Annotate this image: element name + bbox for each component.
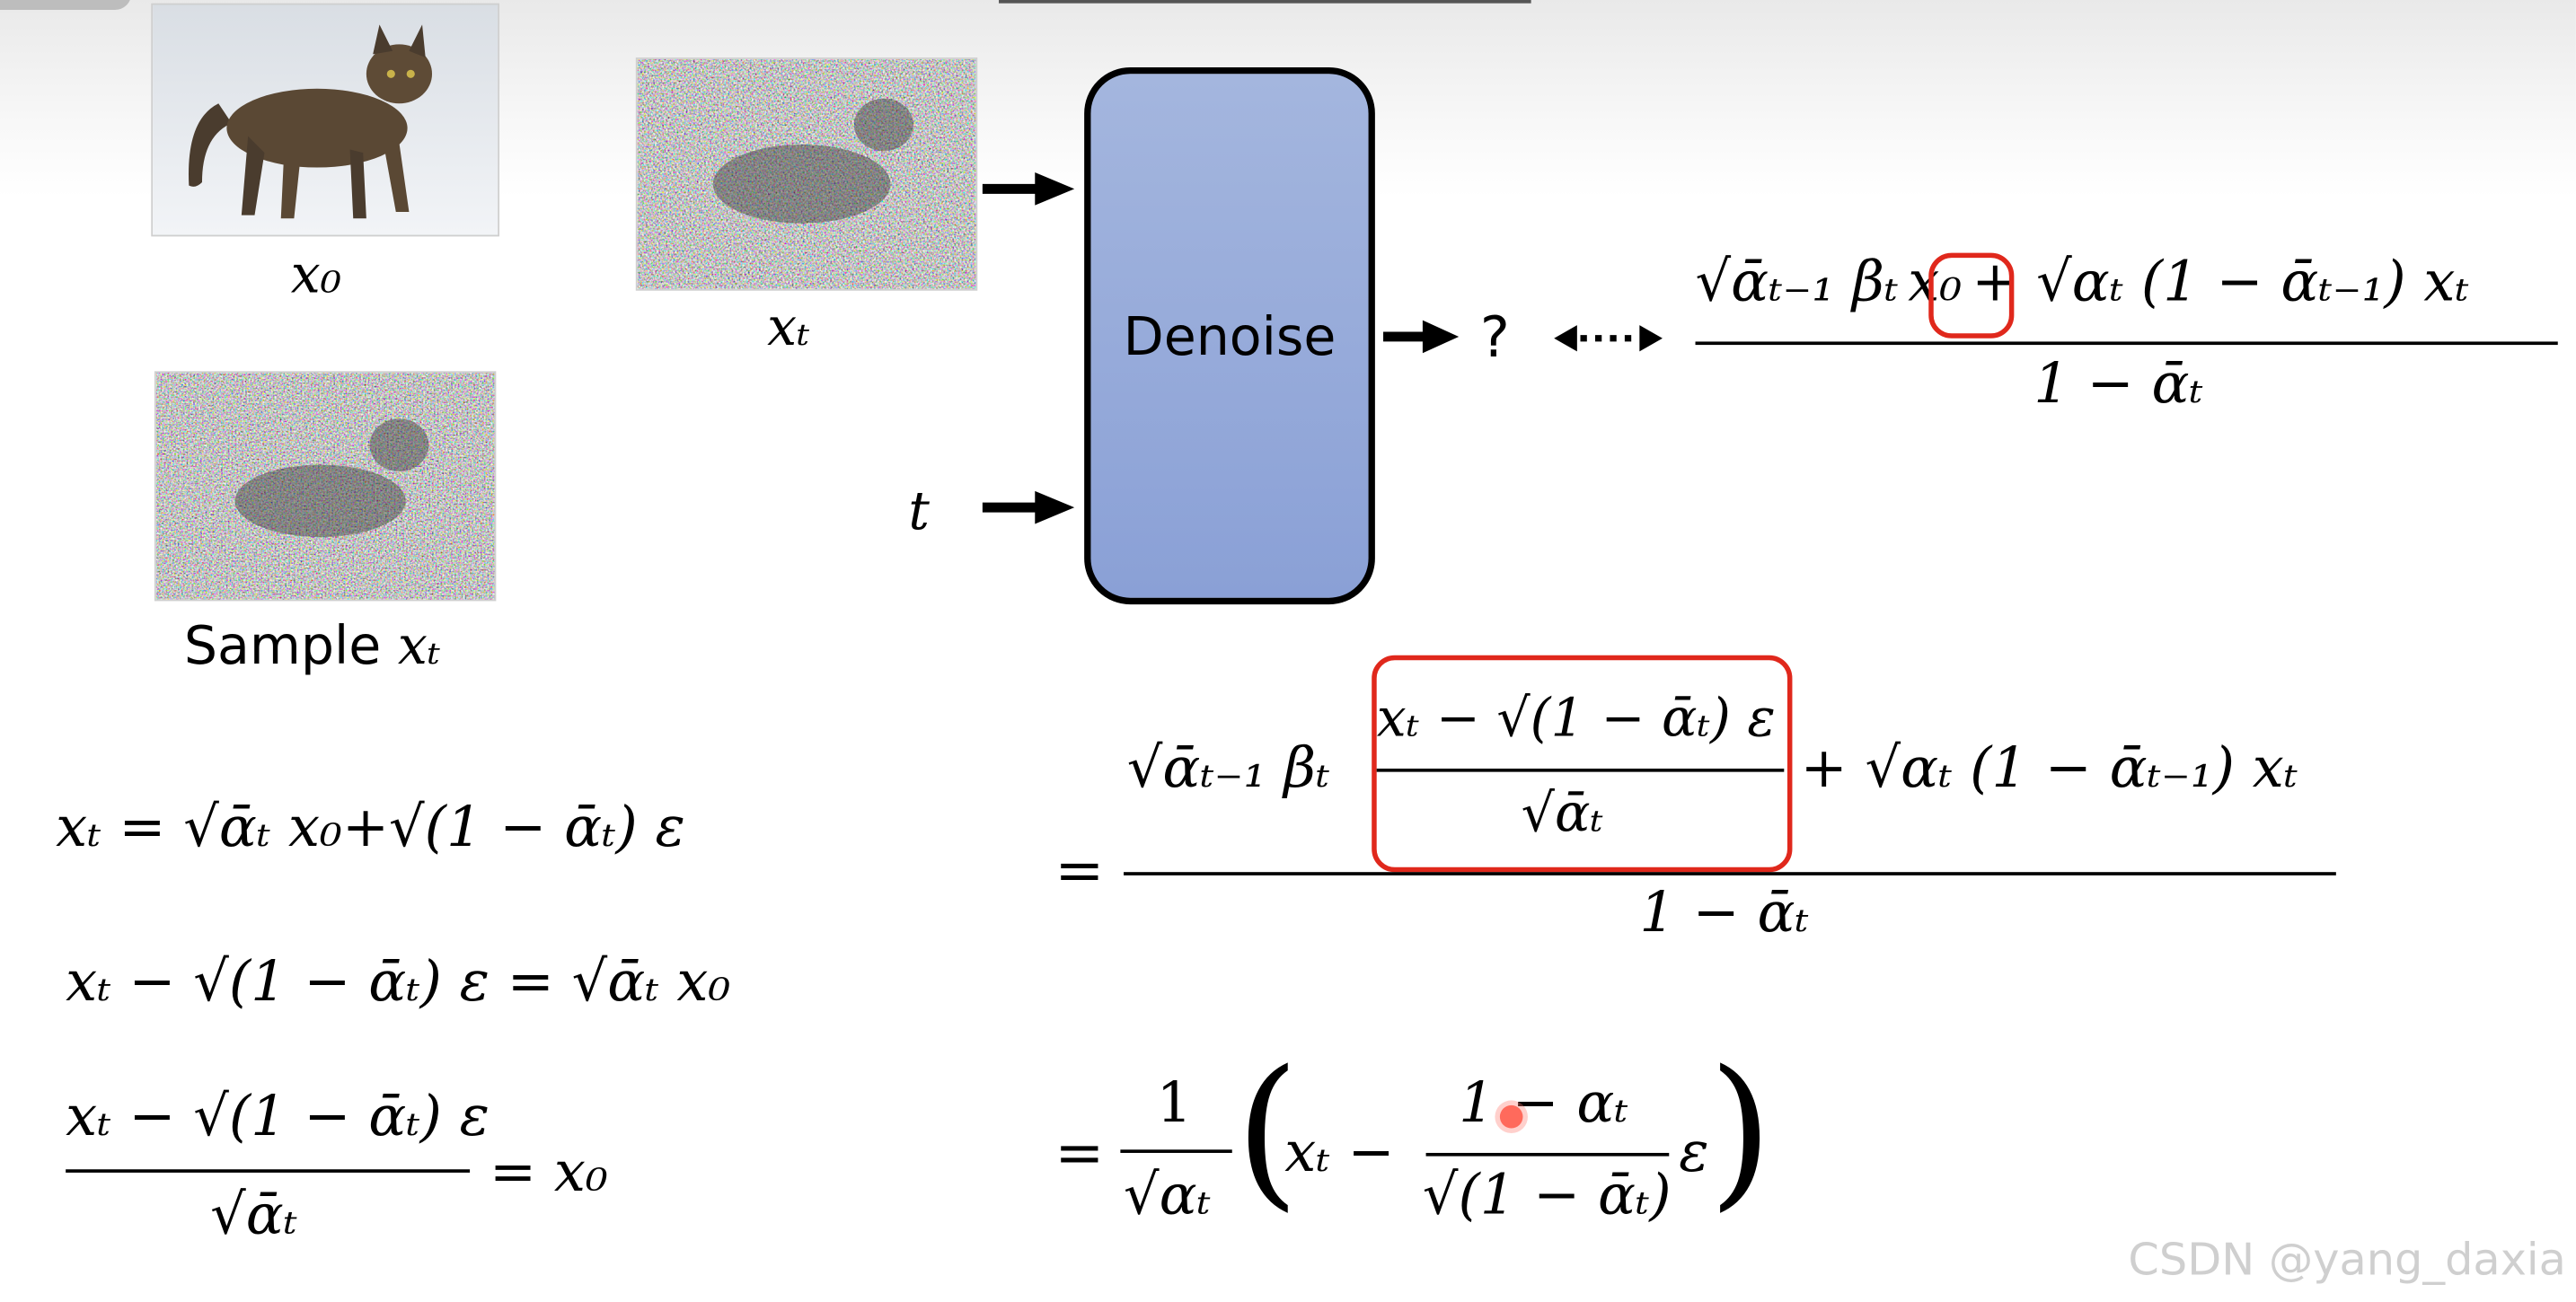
bot-inner-numerator: 1 − αₜ [1459,1070,1628,1137]
top-fraction-denominator: 1 − ᾱₜ [2033,351,2203,418]
noisy-xt-image [637,58,976,289]
label-t: t [908,479,930,542]
label-sample-xt: Sample xₜ [184,614,440,677]
highlight-x0-box [1928,252,2015,339]
mid-inner-numerator: xₜ − √(1 − ᾱₜ) ε [1376,686,1776,750]
arrow-t-to-denoise [982,490,1075,524]
output-question: ? [1479,305,1510,372]
bot-one-bar [1120,1149,1232,1153]
mid-num-b: + √αₜ (1 − ᾱₜ₋₁) xₜ [1800,735,2298,802]
bot-one: 1 [1156,1070,1193,1137]
bot-inner-bar [1425,1152,1670,1157]
bot-equals: = [1054,1120,1105,1188]
watermark: CSDN @yang_daxia [2128,1235,2566,1287]
denoise-block: Denoise [1084,66,1375,605]
mid-equals: = [1054,837,1105,905]
bot-left-paren: ( [1235,1034,1300,1227]
highlight-substitution-box [1372,655,1793,873]
bot-epsilon: ε [1679,1120,1709,1186]
mid-inner-denominator: √ᾱₜ [1521,781,1603,845]
bot-inner-denominator: √(1 − ᾱₜ) [1422,1162,1672,1229]
left-eq-1: xₜ = √ᾱₜ x₀+√(1 − ᾱₜ) ε [56,795,685,861]
sample-var: xₜ [397,614,441,677]
mid-fraction-bar [1124,872,2336,875]
left-eq-3-numerator: xₜ − √(1 − ᾱₜ) ε [66,1084,490,1150]
arrow-denoise-output [1383,320,1460,354]
laser-pointer-dot [1499,1104,1523,1129]
top-fraction-bar [1695,341,2558,346]
sample-prefix: Sample [183,614,398,677]
top-rule [999,0,1531,4]
mid-fraction-denominator: 1 − ᾱₜ [1639,880,1809,946]
left-eq-3-bar [66,1169,471,1173]
left-eq-3-denominator: √ᾱₜ [210,1182,298,1249]
top-num-a: √ᾱₜ₋₁ βₜ [1695,250,1899,316]
bot-xt-minus: xₜ − [1284,1120,1395,1186]
mid-inner-bar [1376,768,1785,772]
label-x0: x₀ [290,242,342,306]
mid-num-a: √ᾱₜ₋₁ βₜ [1126,735,1330,802]
dotted-double-arrow [1554,325,1663,352]
noisy-xt-photo [635,57,978,291]
left-eq-2: xₜ − √(1 − ᾱₜ) ε = √ᾱₜ x₀ [66,949,731,1016]
label-xt: xₜ [767,295,810,358]
denoise-label: Denoise [1123,304,1337,367]
cat-photo [151,3,500,237]
bot-right-paren: ) [1708,1034,1773,1227]
cat-photo-image [153,4,498,235]
arrow-xt-to-denoise [982,172,1075,206]
window-tab-stub [0,0,132,10]
left-eq-3-rhs: = x₀ [490,1139,608,1206]
top-num-b: + √αₜ (1 − ᾱₜ₋₁) xₜ [1972,250,2469,316]
noisy-sample-image [155,373,495,600]
noisy-sample-photo [154,371,497,602]
bot-sqrt-alpha: √αₜ [1124,1162,1212,1229]
